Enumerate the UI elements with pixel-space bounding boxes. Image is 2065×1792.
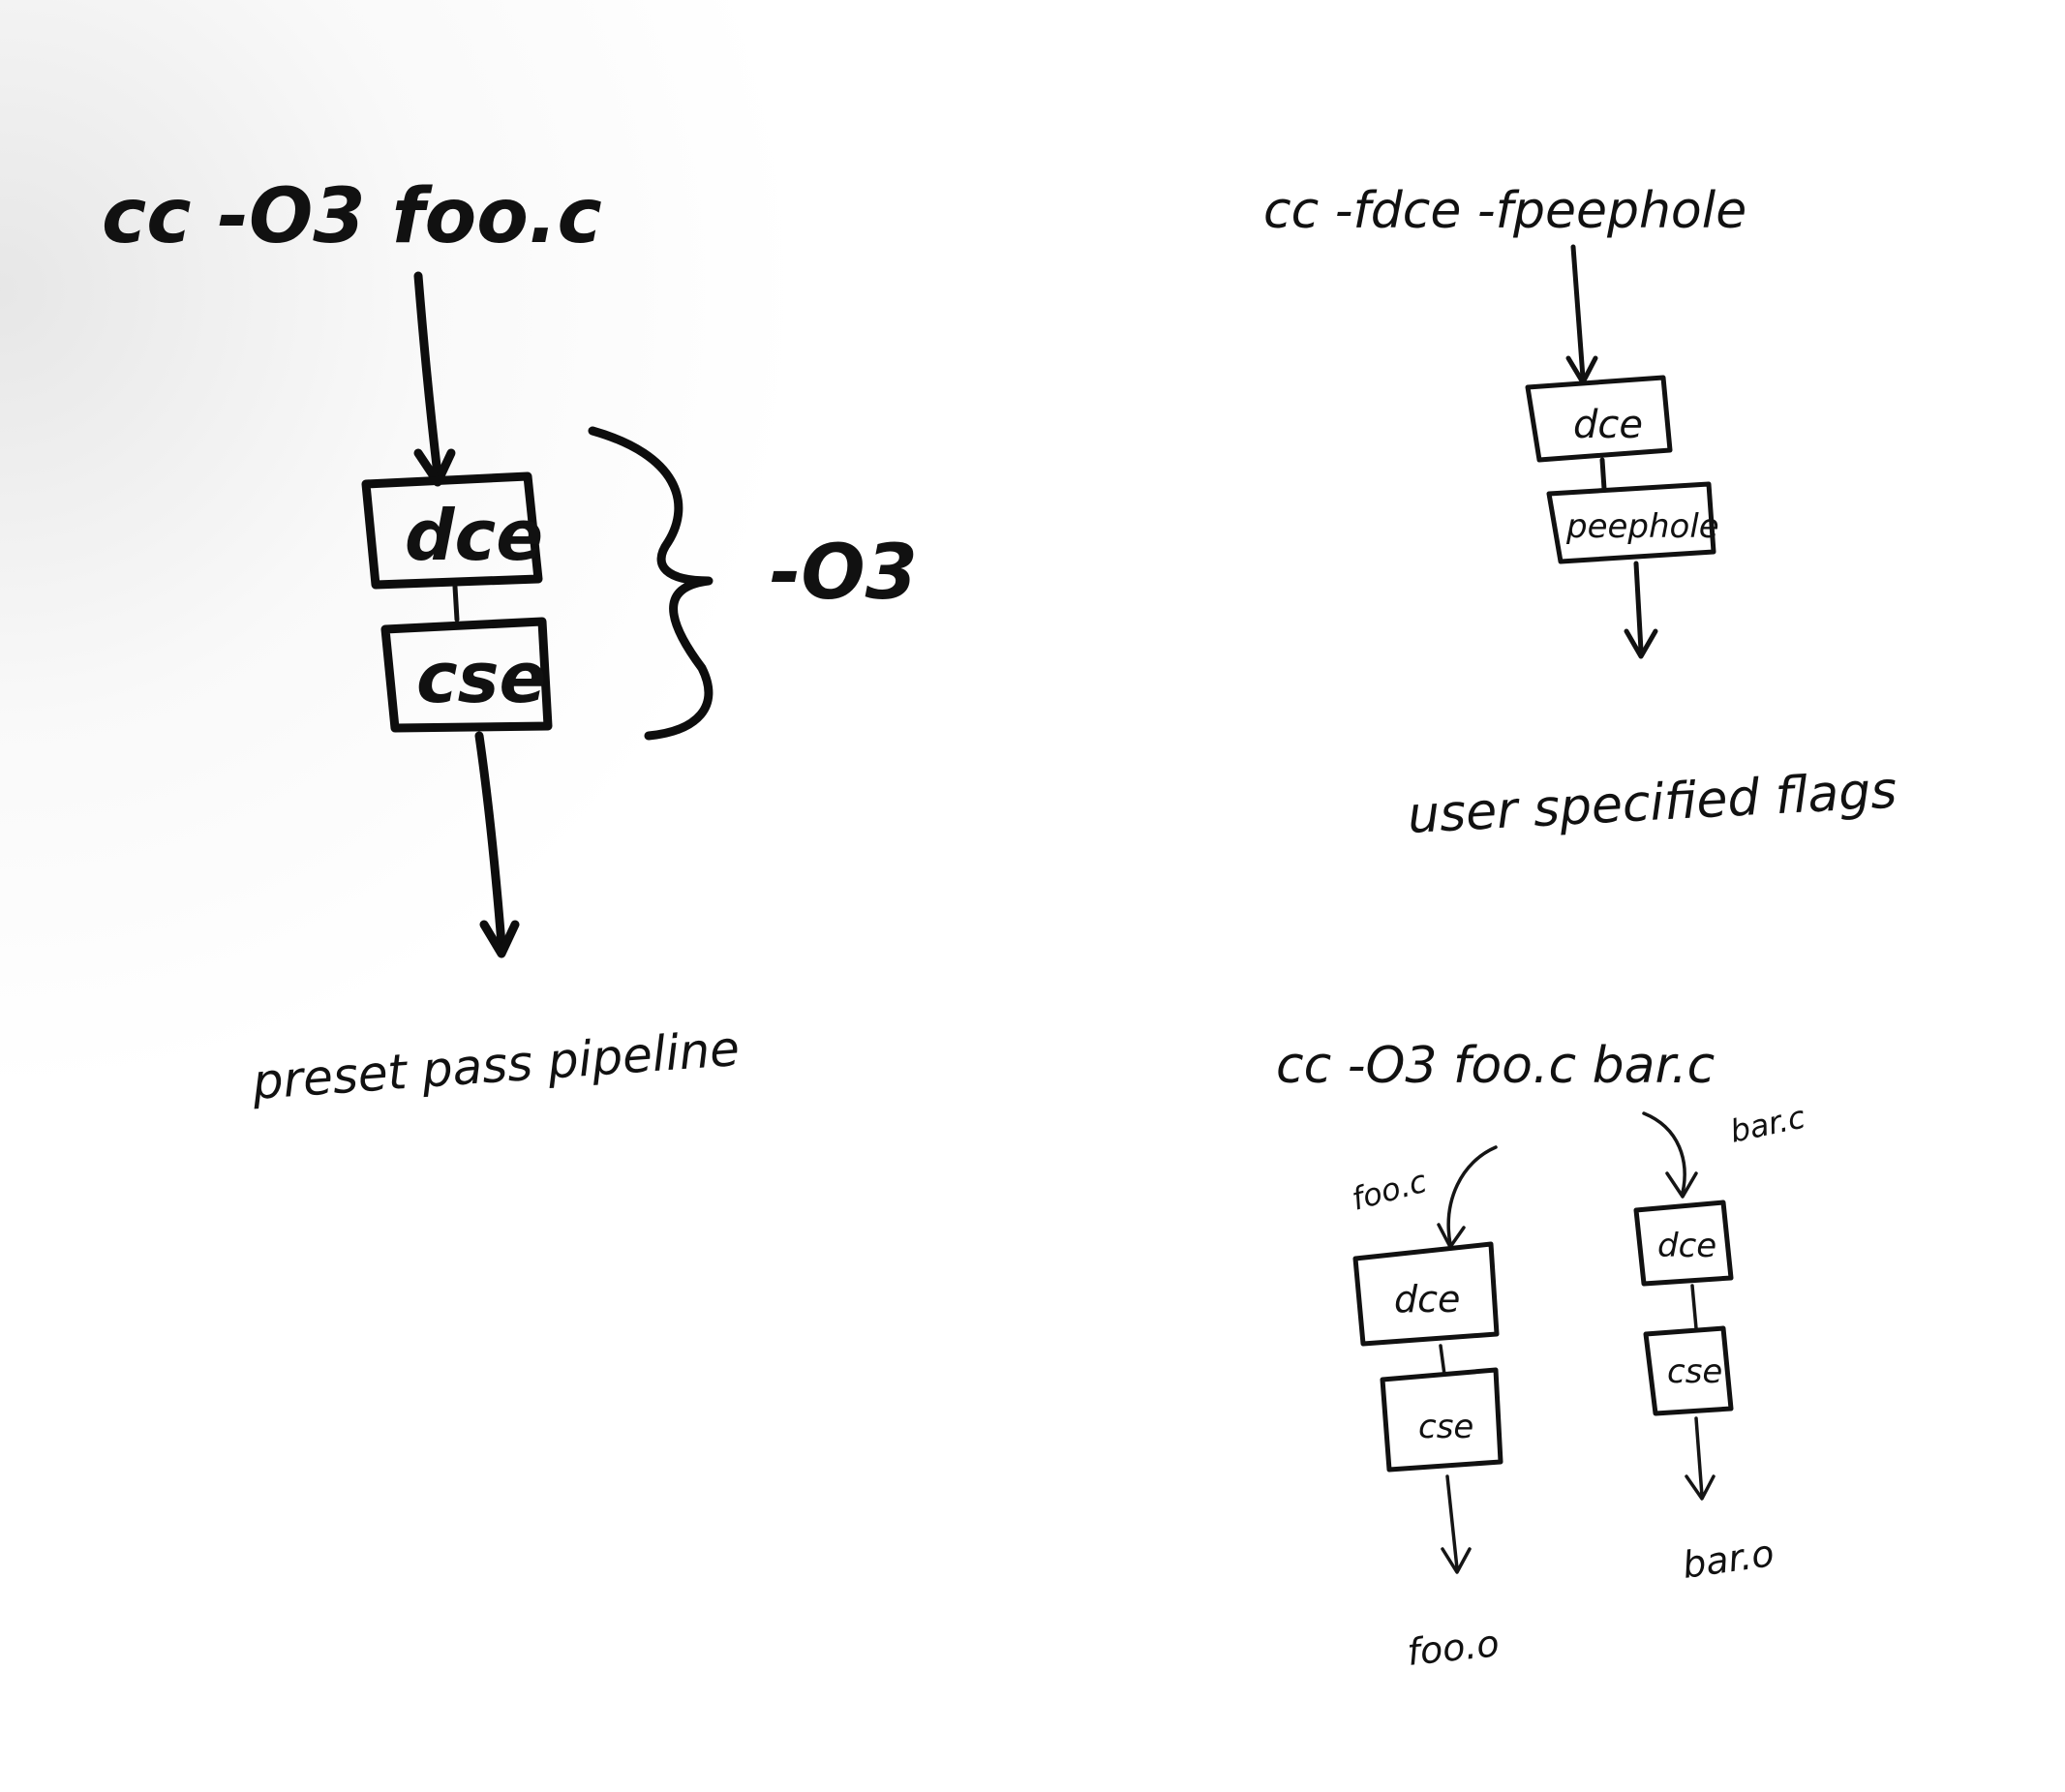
- foo-input-label: foo.c: [1348, 1163, 1431, 1218]
- bar-pass-label-dce: dce: [1657, 1227, 1716, 1265]
- pipeline-brace: [588, 426, 714, 741]
- output-arrow-head: [479, 920, 520, 958]
- bar-pass-box-dce: [1633, 1200, 1734, 1287]
- foo-input-arrow-line: [1446, 1145, 1498, 1246]
- bar-output-arrow-head: [1685, 1474, 1716, 1501]
- foo-connector: [1439, 1344, 1446, 1377]
- flags-connector: [1599, 457, 1607, 492]
- pass-label-dce: dce: [405, 495, 543, 576]
- bar-input-arrow-head: [1665, 1171, 1698, 1199]
- foo-output-arrow-head: [1441, 1547, 1472, 1574]
- bar-output: bar.o: [1680, 1532, 1777, 1587]
- bar-connector: [1690, 1284, 1698, 1330]
- multi-file-diagram: cc -O3 foo.c bar.c foo.c dce cse foo.o b…: [1276, 1037, 1808, 1674]
- user-flags-diagram: cc -fdce -fpeephole dce peephole user sp…: [1263, 182, 1898, 845]
- foo-output-arrow-line: [1445, 1474, 1459, 1570]
- bar-input-label: bar.c: [1727, 1098, 1809, 1149]
- output-arrow-line: [474, 731, 506, 949]
- pass-label-cse: cse: [416, 637, 546, 718]
- flags-output-arrow-line: [1633, 561, 1644, 653]
- foo-pass-box-dce: [1352, 1241, 1500, 1347]
- preset-command: cc -O3 foo.c: [102, 173, 602, 260]
- flags-pass-label-dce: dce: [1573, 403, 1643, 447]
- flags-input-arrow-line: [1570, 244, 1586, 380]
- foo-pass-label-dce: dce: [1394, 1278, 1460, 1321]
- flags-output-arrow-head: [1624, 628, 1658, 659]
- foo-output: foo.o: [1405, 1622, 1501, 1674]
- flags-pass-box-dce: [1525, 375, 1673, 463]
- flags-command: cc -fdce -fpeephole: [1263, 182, 1746, 240]
- flags-pass-label-peephole: peephole: [1565, 507, 1719, 546]
- bar-branch: bar.c dce cse bar.o: [1633, 1098, 1809, 1587]
- foo-pass-box-cse: [1380, 1367, 1503, 1473]
- flags-caption: user specified flags: [1407, 762, 1898, 845]
- foo-branch: foo.c dce cse foo.o: [1348, 1145, 1503, 1674]
- bar-pass-box-cse: [1643, 1325, 1734, 1416]
- input-arrow-line: [413, 271, 442, 479]
- bar-pass-label-cse: cse: [1667, 1352, 1722, 1391]
- bar-input-arrow-line: [1642, 1111, 1686, 1195]
- pass-box-cse: [380, 617, 553, 733]
- brace-label: -O3: [770, 530, 918, 617]
- pass-box-dce: [361, 471, 543, 590]
- flags-pass-box-peephole: [1546, 481, 1716, 564]
- preset-pipeline-diagram: cc -O3 foo.c dce cse -O3 preset pass pip…: [102, 173, 918, 1110]
- pass-connector: [452, 584, 460, 623]
- foo-pass-label-cse: cse: [1418, 1408, 1473, 1446]
- multi-command: cc -O3 foo.c bar.c: [1276, 1037, 1715, 1095]
- preset-caption: preset pass pipeline: [250, 1020, 742, 1110]
- bar-output-arrow-line: [1694, 1416, 1704, 1498]
- foo-input-arrow-head: [1437, 1223, 1466, 1249]
